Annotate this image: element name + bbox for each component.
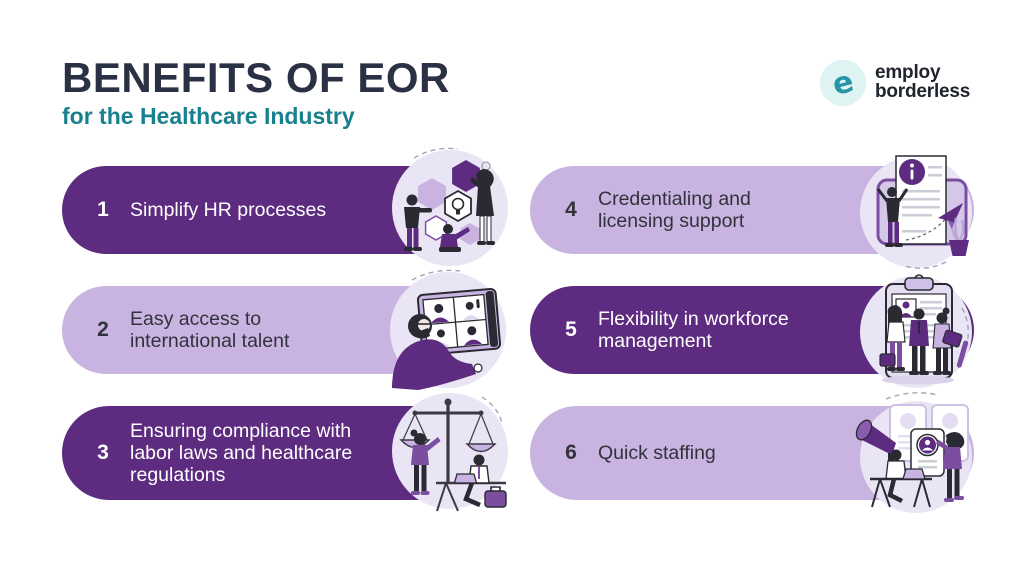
person-kneeling xyxy=(439,224,470,252)
briefcase-icon xyxy=(484,486,507,508)
paper-plane-icon xyxy=(938,203,963,230)
announcer-man xyxy=(870,449,932,508)
megaphone-staffing-illustration xyxy=(850,387,982,519)
trajectory-line xyxy=(905,213,951,241)
brand-name: employ borderless xyxy=(875,64,970,101)
brand-name-line2: borderless xyxy=(875,81,971,102)
brand-name-line1: employ xyxy=(875,62,941,84)
benefit-item-5: 5 Flexibility in workforce management xyxy=(530,274,974,388)
candidate-person-folder xyxy=(932,307,963,375)
scales-icon xyxy=(399,398,497,482)
document-info-illustration xyxy=(850,144,982,276)
benefit-2-label: Easy access to international talent xyxy=(130,307,290,352)
ground-shadow xyxy=(882,375,954,385)
benefit-4-label: Credentialing and licensing support xyxy=(598,187,751,232)
benefit-6-label: Quick staffing xyxy=(598,441,716,464)
reviewing-woman xyxy=(936,431,965,502)
hexagon-teamwork-illustration xyxy=(382,144,514,276)
benefit-item-6: 6 Quick staffing xyxy=(530,392,974,513)
benefit-1-number: 1 xyxy=(97,198,109,221)
page-subtitle: for the Healthcare Industry xyxy=(62,103,355,130)
standing-woman xyxy=(410,429,441,495)
benefit-5-number: 5 xyxy=(565,318,577,341)
header: BENEFITS OF EOR for the Healthcare Indus… xyxy=(62,54,450,130)
viewer-man xyxy=(392,314,483,390)
benefit-5-label: Flexibility in workforce management xyxy=(598,307,789,352)
benefit-item-4: 4 Credentialing and licensing support xyxy=(530,155,974,269)
info-icon xyxy=(899,159,925,185)
benefit-3-label: Ensuring compliance with labor laws and … xyxy=(130,419,353,487)
benefit-item-3: 3 Ensuring compliance with labor laws an… xyxy=(62,393,508,512)
benefit-2-number: 2 xyxy=(97,318,109,341)
employ-borderless-e-icon: e xyxy=(820,60,866,106)
benefit-3-number: 3 xyxy=(97,441,109,464)
benefit-1-label: Simplify HR processes xyxy=(130,198,327,221)
benefit-4-number: 4 xyxy=(565,198,577,221)
megaphone-icon xyxy=(855,419,896,464)
benefit-item-1: 1 Simplify HR processes xyxy=(62,147,508,266)
person-right xyxy=(470,168,495,245)
plant-icon xyxy=(949,217,969,256)
desk-and-man xyxy=(436,454,506,512)
video-call-illustration xyxy=(382,264,514,396)
clipboard-team-illustration xyxy=(850,264,982,396)
page-title: BENEFITS OF EOR xyxy=(62,54,450,101)
brand-logo: e employ borderless xyxy=(820,60,970,106)
justice-scales-illustration xyxy=(382,387,514,519)
candidate-man-suit xyxy=(909,308,929,375)
lightbulb-icon xyxy=(444,189,472,223)
benefit-6-number: 6 xyxy=(565,441,577,464)
video-call-screen xyxy=(416,287,502,356)
pen-icon xyxy=(956,340,969,368)
person-left xyxy=(404,194,432,251)
cheering-person xyxy=(876,187,909,247)
benefit-item-2: 2 Easy access to international talent xyxy=(62,269,506,390)
candidate-woman xyxy=(879,305,906,371)
